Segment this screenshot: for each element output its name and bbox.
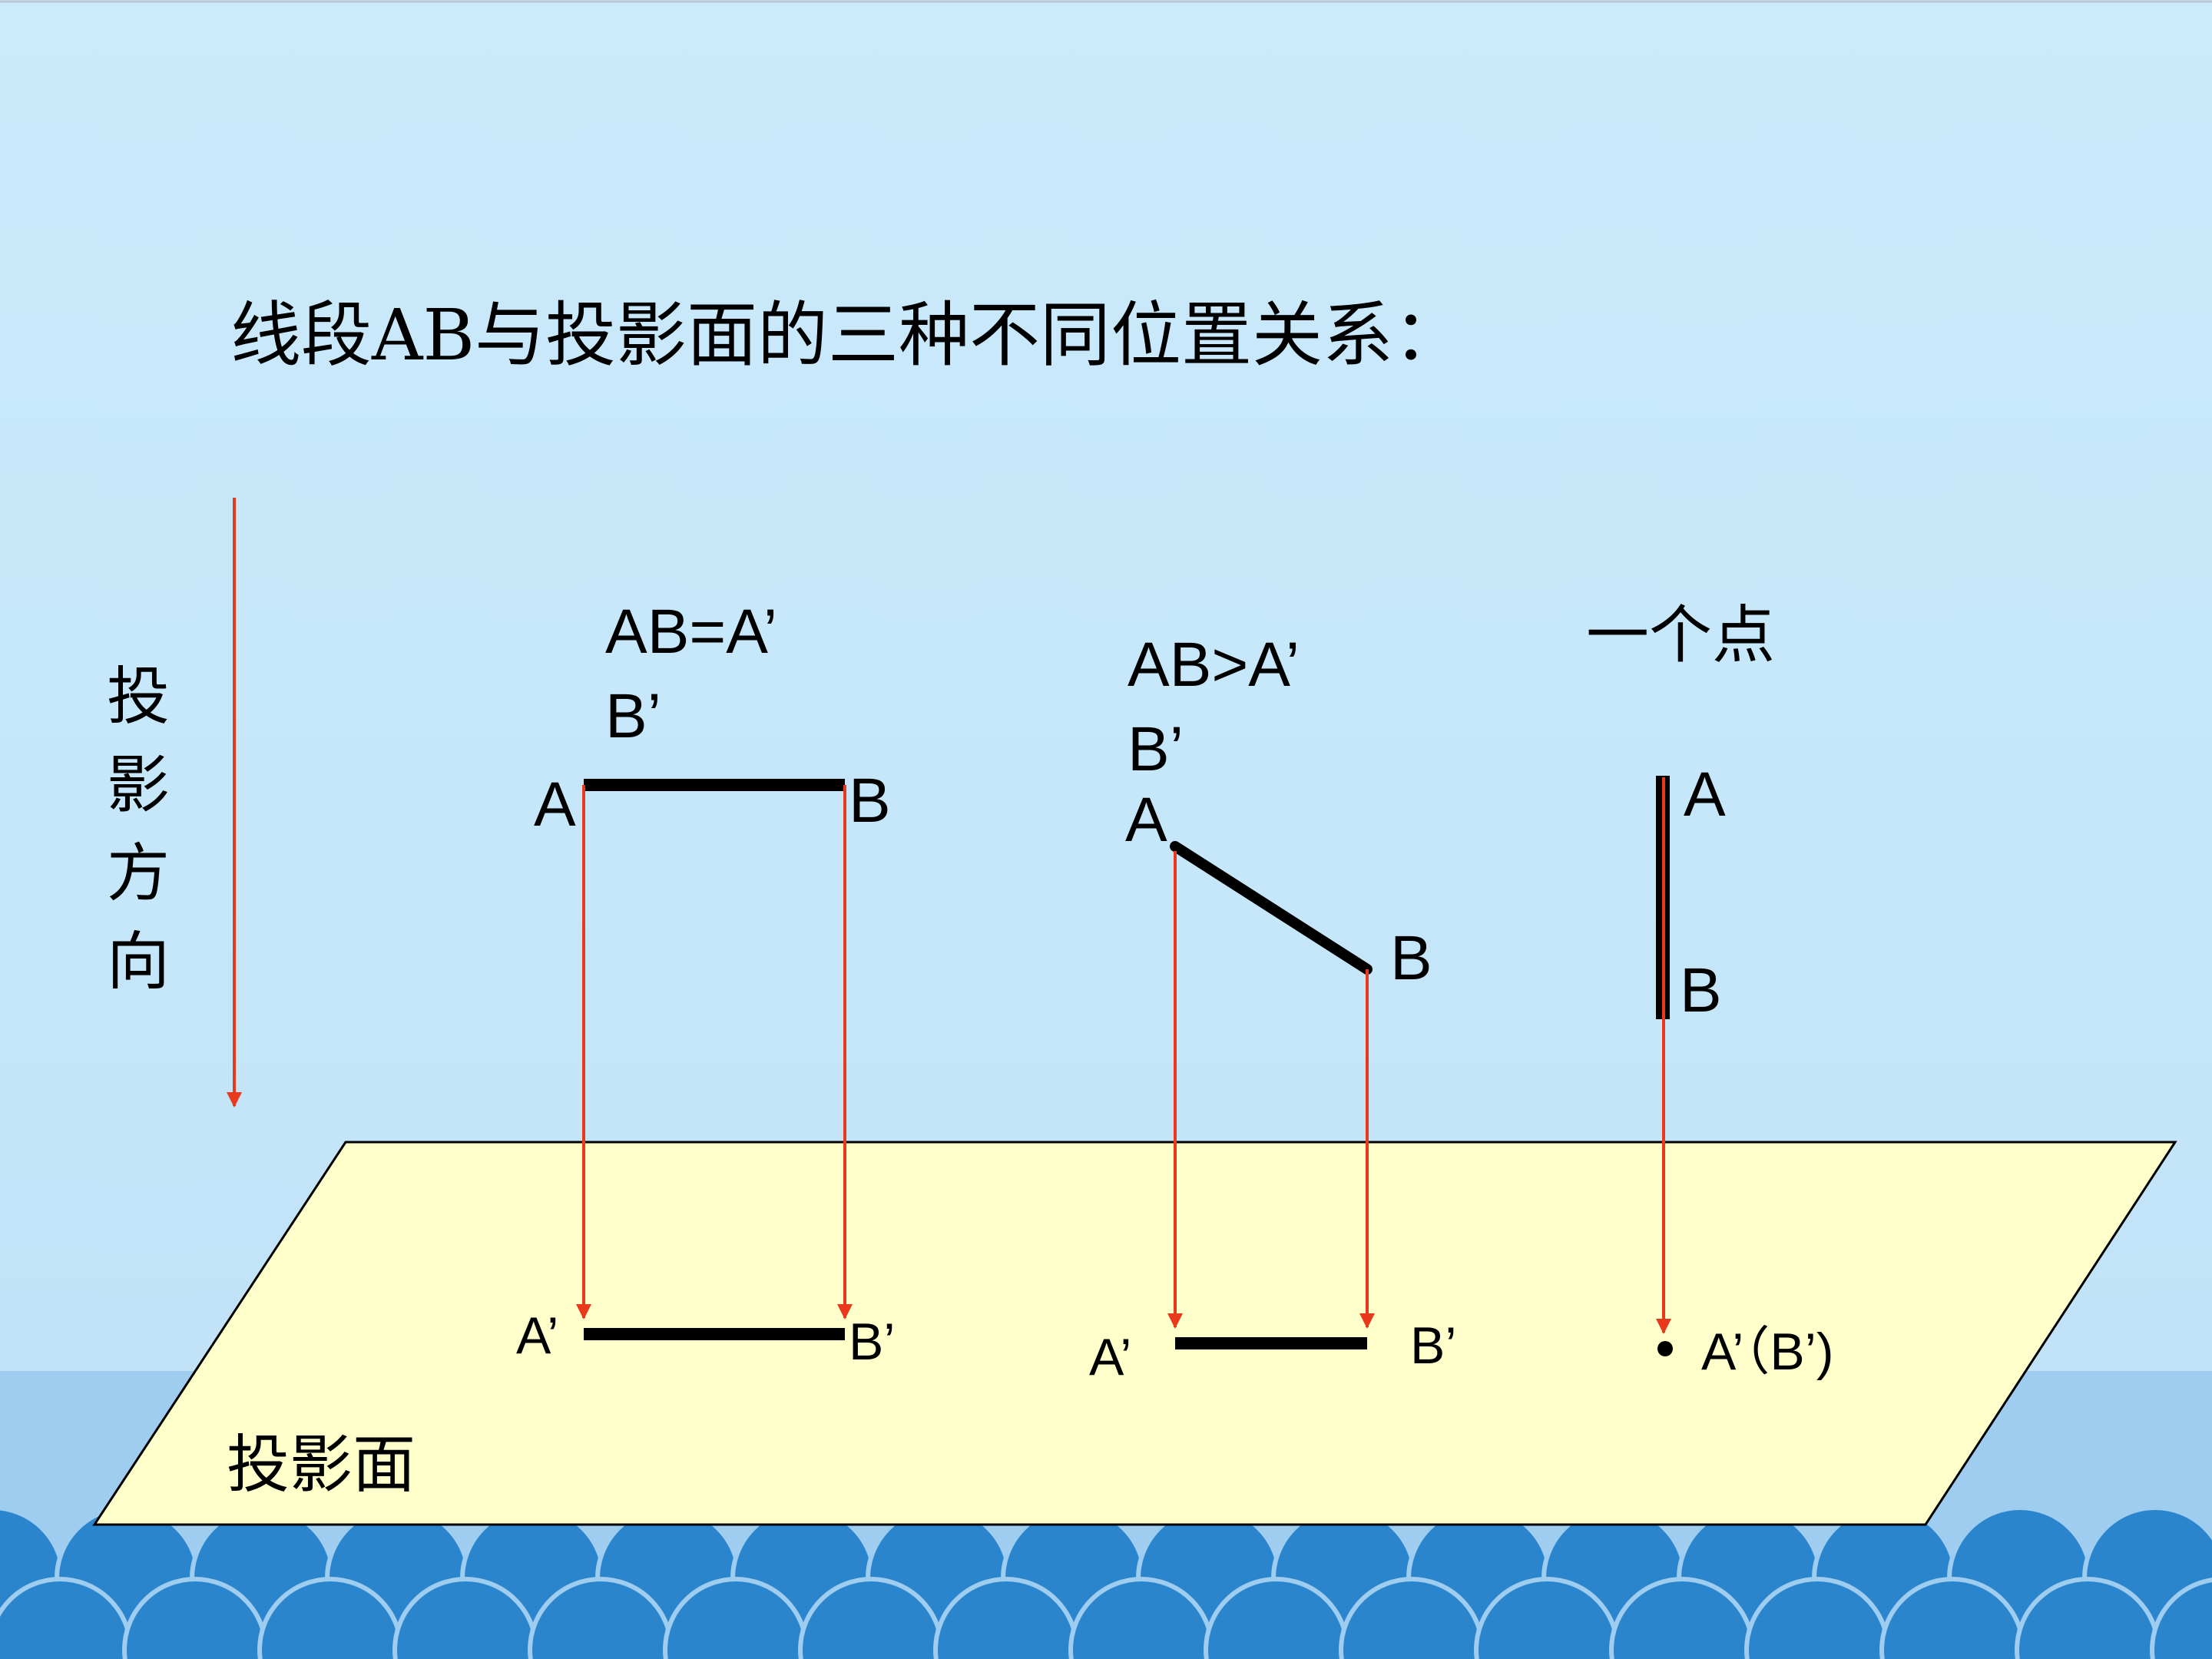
case-perpendicular: 一个点 A B A’（B’) [1586, 599, 1834, 1381]
case2-point-a: A [1125, 785, 1167, 855]
direction-char-1: 投 [107, 661, 170, 733]
case3-point-a: A [1684, 760, 1726, 830]
direction-char-4: 向 [107, 926, 170, 998]
case2-segment-ab [1170, 841, 1373, 975]
case2-relation-line2: B’ [1128, 714, 1184, 784]
direction-char-2: 影 [107, 749, 170, 822]
case2-point-b: B [1390, 923, 1432, 993]
wave-row-lower [0, 1577, 2212, 1659]
case3-projection-point [1657, 1341, 1673, 1356]
case3-point-b: B [1680, 955, 1722, 1025]
case1-proj-a: A’ [516, 1306, 558, 1365]
plane-label: 投影面 [227, 1429, 416, 1502]
case1-relation-line1: AB=A’ [605, 597, 777, 667]
case2-proj-b: B’ [1410, 1316, 1456, 1375]
case1-proj-b: B’ [849, 1313, 895, 1371]
wave-scale [2150, 1578, 2212, 1659]
direction-char-3: 方 [107, 837, 170, 910]
page-title: 线段AB与投影面的三种不同位置关系： [230, 294, 1464, 376]
case3-proj: A’（B’) [1701, 1323, 1834, 1381]
case1-point-b: B [849, 766, 891, 836]
projection-plane [92, 1141, 2177, 1526]
case-parallel: AB=A’ B’ A B A’ B’ [516, 597, 895, 1371]
case3-relation: 一个点 [1586, 599, 1775, 672]
case-inclined: AB>A’ B’ A B A’ B’ [1089, 630, 1456, 1386]
case2-proj-a: A’ [1089, 1328, 1131, 1386]
case1-point-a: A [534, 770, 576, 839]
case2-relation-line1: AB>A’ [1128, 630, 1300, 700]
case1-relation-line2: B’ [605, 681, 661, 751]
